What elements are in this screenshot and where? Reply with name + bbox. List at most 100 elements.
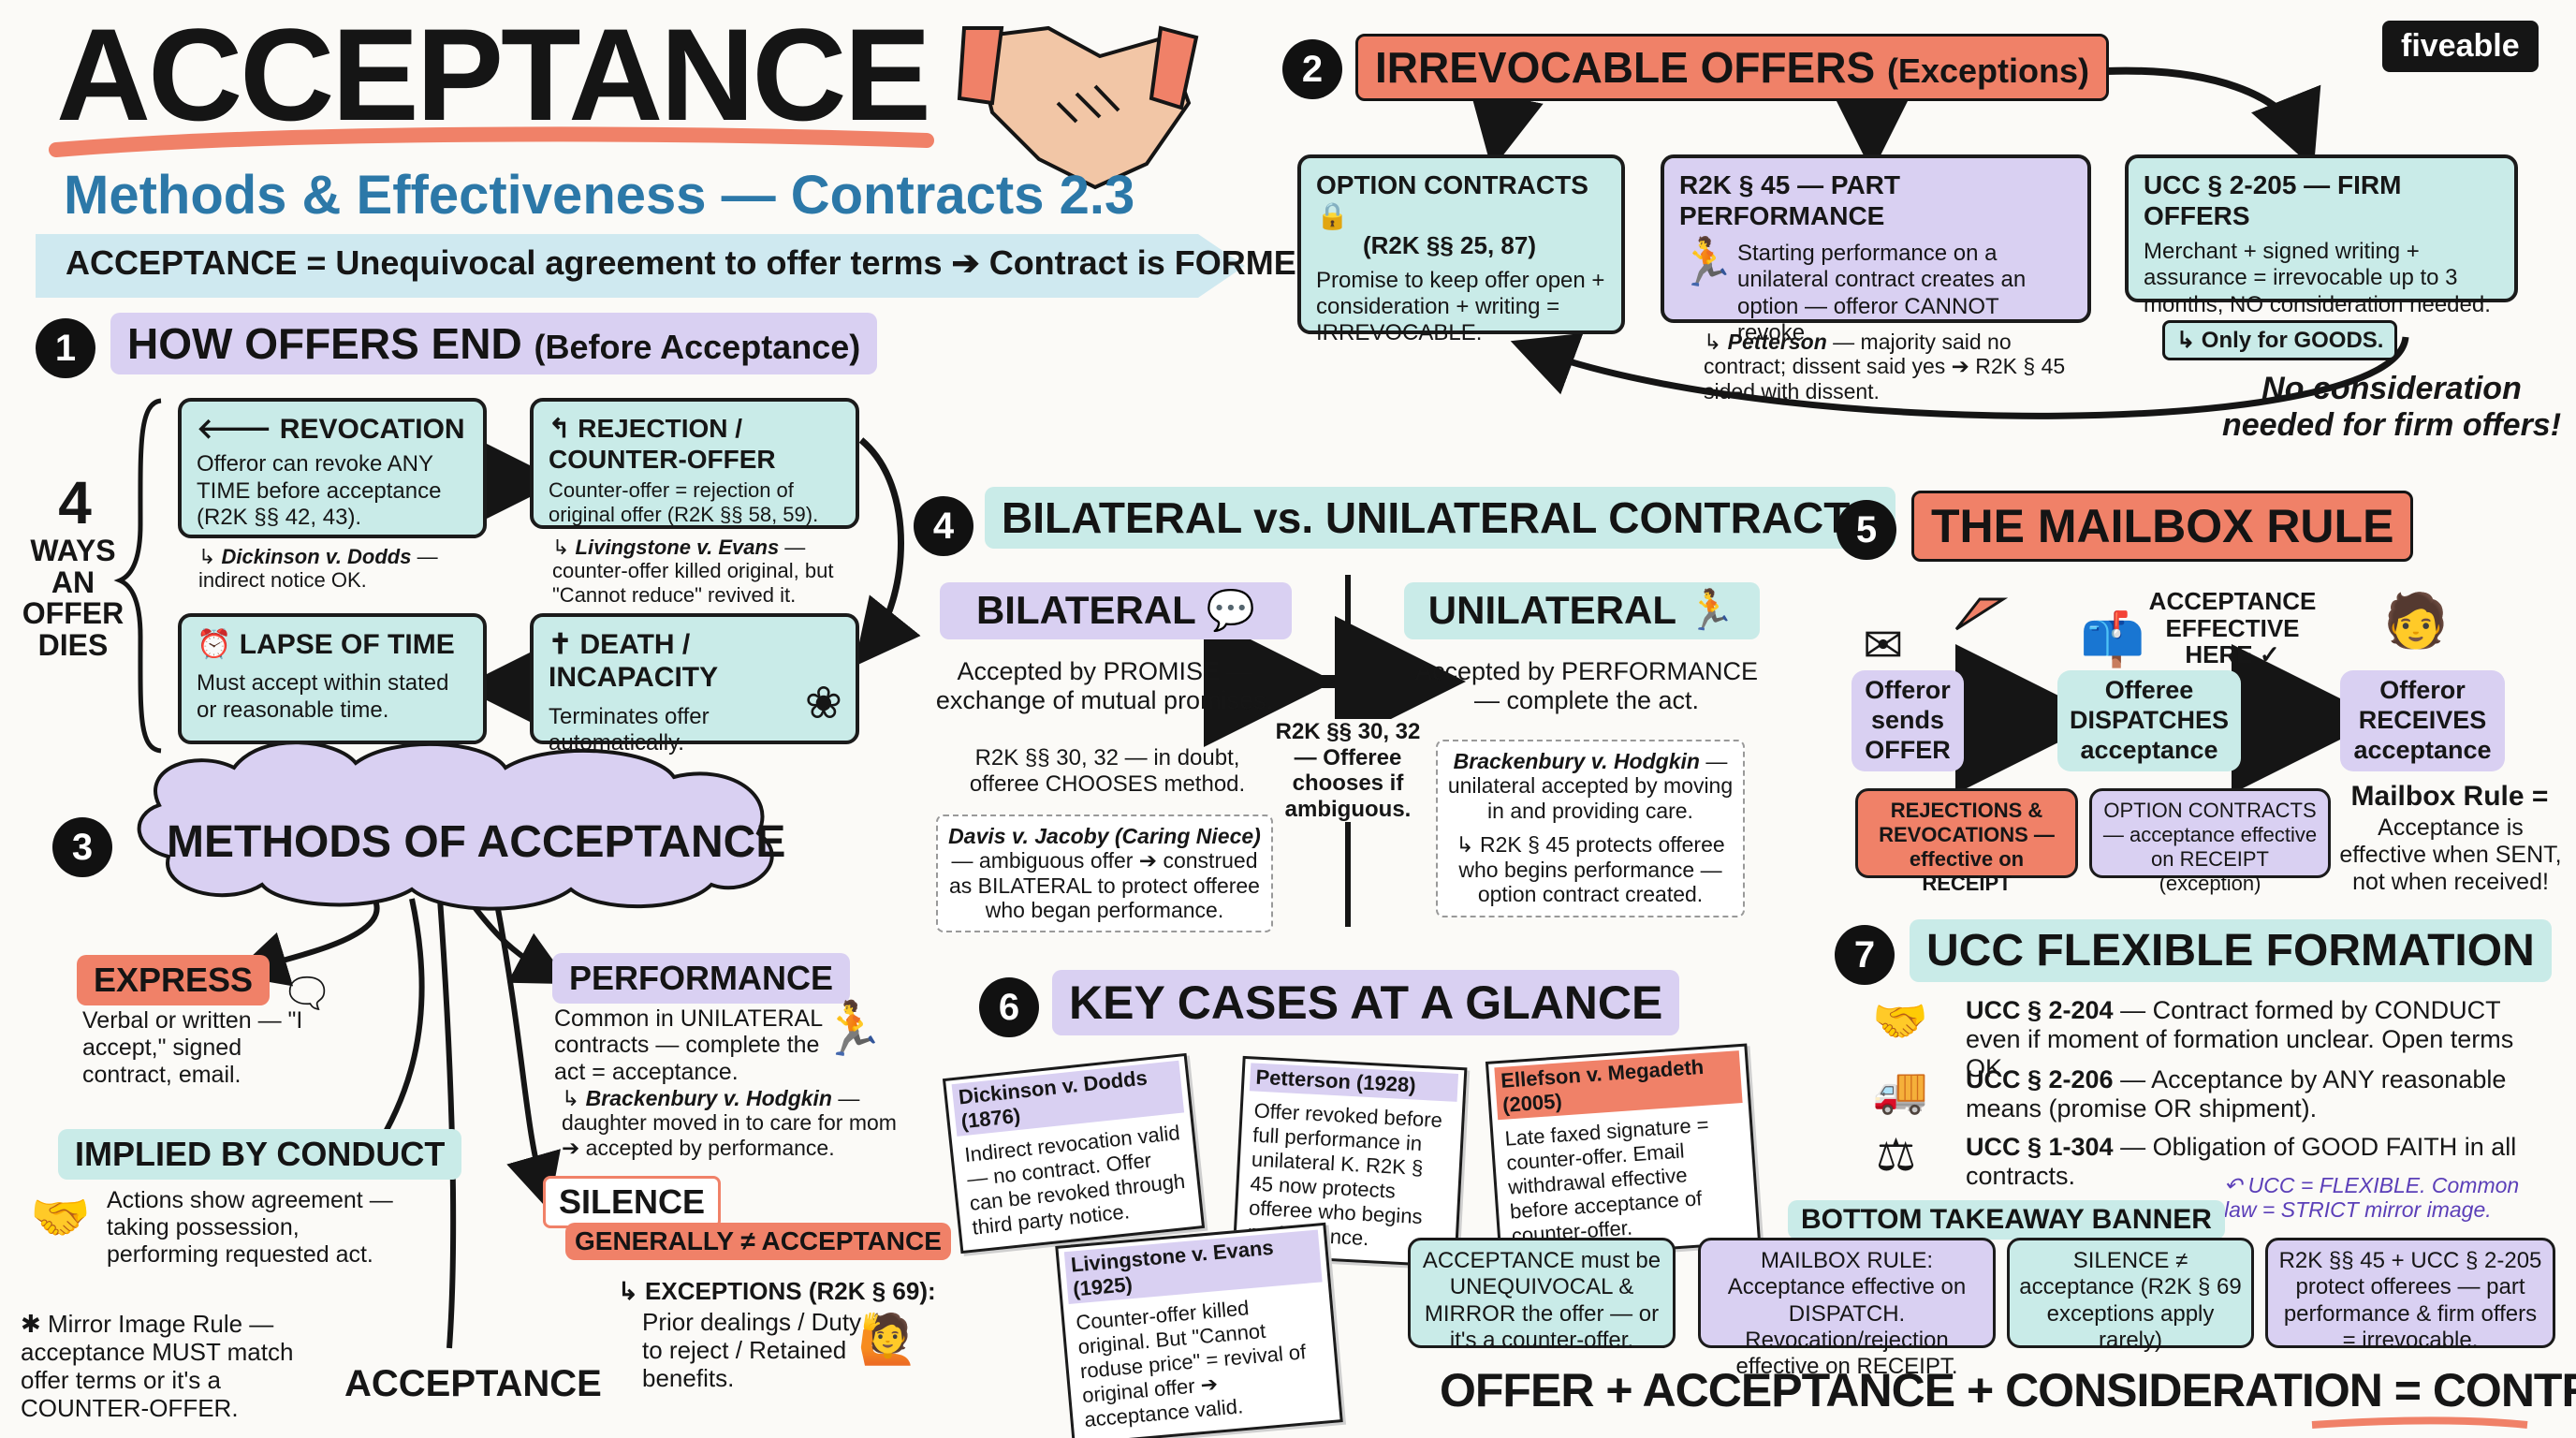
flower-icon: ❀ [804, 679, 842, 729]
banner-box-mailbox: MAILBOX RULE: Acceptance effective on DI… [1698, 1238, 1996, 1379]
section3-title: METHODS OF ACCEPTANCE [167, 817, 786, 867]
option-contracts-body: Promise to keep offer open + considerati… [1316, 267, 1605, 346]
part-performance-note-case: Petterson [1727, 330, 1827, 354]
implied-body: Actions show agreement — taking possessi… [107, 1187, 393, 1268]
lapse-body: Must accept within stated or reasonable … [197, 670, 449, 723]
unilateral-rule: ↳ R2K § 45 protects offeree who begins p… [1456, 832, 1725, 907]
ucc-1304: UCC § 1-304 — Obligation of GOOD FAITH i… [1966, 1133, 2527, 1191]
performance-note: ↳ Brackenbury v. Hodgkin — daughter move… [562, 1086, 897, 1160]
bilateral-rule: R2K §§ 30, 32 — in doubt, offeree CHOOSE… [969, 745, 1246, 797]
page-title: ACCEPTANCE [56, 1, 931, 148]
banner-box-protections: R2K §§ 45 + UCC § 2-205 protect offerees… [2265, 1238, 2555, 1353]
case-card-ellefson: Ellefson v. Megadeth (2005) Late faxed s… [1485, 1043, 1762, 1262]
banner-box-silence: SILENCE ≠ acceptance (R2K § 69 exception… [2007, 1238, 2254, 1353]
death-body: Terminates offer automatically. [549, 703, 710, 756]
performance-label: PERFORMANCE [552, 953, 851, 1004]
undo-arrow-icon: ↰ [549, 414, 578, 443]
case-card-dickinson: Dickinson v. Dodds (1876) Indirect revoc… [942, 1052, 1206, 1254]
section1-title-sub: (Before Acceptance) [534, 328, 861, 366]
chat-bubbles-icon: 💬 [1206, 588, 1256, 632]
ways-count: 4 [58, 469, 92, 536]
handshake-outline-icon: 🤝 [30, 1191, 91, 1245]
section2-title-main: IRREVOCABLE OFFERS [1375, 43, 1876, 92]
option-contracts-title: OPTION CONTRACTS 🔒 [1316, 169, 1606, 231]
envelope-icon: ✉ [1863, 619, 1904, 673]
part-performance-body: Starting performance on a unilateral con… [1737, 241, 2027, 345]
firm-offers-title: UCC § 2-205 — FIRM OFFERS [2144, 170, 2402, 231]
alarm-clock-icon: ⏰ [197, 629, 240, 660]
acceptance-definition: ACCEPTANCE = Unequivocal agreement to of… [66, 243, 1321, 282]
ucc-2204: UCC § 2-204 — Contract formed by CONDUCT… [1966, 996, 2527, 1083]
section3-badge: 3 [52, 817, 112, 877]
unilateral-rule-text: R2K § 45 protects offeree who begins per… [1458, 832, 1725, 907]
death-title: ✝ DEATH / INCAPACITY [549, 628, 841, 695]
firm-offers-body: Merchant + signed writing + assurance = … [2144, 239, 2491, 317]
mailbox-summary-title: Mailbox Rule = [2350, 781, 2549, 812]
page-subtitle: Methods & Effectiveness — Contracts 2.3 [64, 165, 1135, 226]
reading-person-icon: 🧑 [2383, 591, 2449, 650]
firm-offers-card: UCC § 2-205 — FIRM OFFERS Merchant + sig… [2125, 154, 2518, 317]
ways-brace [113, 398, 162, 754]
bilateral-label: BILATERAL 💬 [940, 582, 1292, 639]
ucc-1304-head: UCC § 1-304 [1966, 1133, 2114, 1161]
express-label: EXPRESS [77, 955, 271, 1005]
revocation-note: ↳ Dickinson v. Dodds — indirect notice O… [198, 545, 438, 593]
rejection-note: ↳ Livingstone v. Evans — counter-offer k… [552, 536, 834, 607]
lapse-title: ⏰ LAPSE OF TIME [197, 628, 468, 661]
middle-rule: R2K §§ 30, 32 — Offeree chooses if ambig… [1273, 719, 1423, 823]
performance-runner-icon: 🏃 [820, 999, 886, 1058]
section7-badge: 7 [1835, 925, 1895, 985]
part-performance-note: ↳ Petterson — majority said no contract;… [1704, 330, 2066, 404]
bilateral-case-body: — ambiguous offer ➔ construed as BILATER… [949, 848, 1260, 923]
option-contracts-cite: (R2K §§ 25, 87) [1363, 231, 1536, 260]
case-dickinson-body: Indirect revocation valid — no contract.… [963, 1120, 1187, 1240]
step-offer-sent: Offeror sends OFFER [1852, 670, 1964, 771]
section6-badge: 6 [979, 977, 1039, 1037]
rejection-title-text: REJECTION / COUNTER-OFFER [549, 414, 776, 475]
left-arrow-icon: 🡐 [197, 414, 280, 445]
case-ellefson-body: Late faxed signature = counter-offer. Em… [1503, 1112, 1710, 1248]
mirror-image-rule: ✱ Mirror Image Rule — acceptance MUST ma… [21, 1310, 294, 1422]
firm-offers-callout: No consideration needed for firm offers! [2221, 371, 2562, 444]
ucc-2204-head: UCC § 2-204 [1966, 996, 2114, 1024]
section1-badge: 1 [36, 318, 95, 378]
revocation-card: 🡐 REVOCATION Offeror can revoke ANY TIME… [178, 398, 487, 538]
ucc-2204-body: — Contract formed by CONDUCT even if mom… [1966, 996, 2514, 1083]
revocation-note-rest: — indirect notice OK. [198, 545, 438, 593]
contract-formula-end: CONTRACT [2432, 1364, 2576, 1416]
ucc-2206-body: — Acceptance by ANY reasonable means (pr… [1966, 1065, 2507, 1123]
section1-title: HOW OFFERS END (Before Acceptance) [110, 313, 878, 374]
brand-logo-text: fiveable [2401, 28, 2520, 64]
bilateral-case: Davis v. Jacoby (Caring Niece) — ambiguo… [936, 814, 1273, 932]
contract-formula: OFFER + ACCEPTANCE + CONSIDERATION = CON… [1440, 1363, 2576, 1417]
thinking-person-icon: 🙋 [857, 1313, 918, 1367]
methods-cloud [137, 741, 774, 911]
truck-icon: 🚚 [1872, 1066, 1928, 1116]
definition-arrow [36, 234, 1245, 298]
unilateral-label: UNILATERAL 🏃 [1404, 582, 1760, 639]
option-contracts-title-text: OPTION CONTRACTS [1316, 170, 1588, 199]
lapse-card: ⏰ LAPSE OF TIME Must accept within state… [178, 613, 487, 744]
firm-offers-note-text: Only for GOODS. [2201, 328, 2384, 353]
bilateral-case-title: Davis v. Jacoby (Caring Niece) [948, 824, 1261, 848]
section2-title: IRREVOCABLE OFFERS (Exceptions) [1355, 34, 2109, 101]
performance-note-case: Brackenbury v. Hodgkin [585, 1086, 832, 1110]
performance-body: Common in UNILATERAL contracts — complet… [554, 1005, 823, 1085]
scales-icon: ⚖ [1876, 1131, 1917, 1181]
ucc-aside-text: UCC = FLEXIBLE. Common law = STRICT mirr… [2224, 1173, 2520, 1222]
rejection-note-rest: — counter-offer killed original, but "Ca… [552, 536, 834, 607]
mailbox-summary-body: Acceptance is effective when SENT, not w… [2339, 814, 2562, 895]
section6-title: KEY CASES AT A GLANCE [1052, 970, 1680, 1035]
section5-title: THE MAILBOX RULE [1911, 491, 2414, 562]
section5-badge: 5 [1837, 500, 1896, 560]
step-offeror-receives: Offeror RECEIVES acceptance [2340, 670, 2505, 771]
revocation-body: Offeror can revoke ANY TIME before accep… [197, 451, 442, 531]
rejection-card: ↰ REJECTION / COUNTER-OFFER Counter-offe… [530, 398, 859, 529]
rejection-body: Counter-offer = rejection of original of… [549, 478, 819, 527]
lock-icon: 🔒 [1316, 201, 1349, 231]
option-exception-note: OPTION CONTRACTS — acceptance effective … [2089, 788, 2331, 895]
case-livingstone-body: Counter-offer killed original. But "Cann… [1075, 1296, 1308, 1431]
contract-formula-prefix: OFFER + ACCEPTANCE + CONSIDERATION = [1440, 1364, 2433, 1416]
runner-small-icon: 🏃 [1686, 588, 1736, 632]
silence-body: Prior dealings / Duty to reject / Retain… [642, 1308, 862, 1392]
